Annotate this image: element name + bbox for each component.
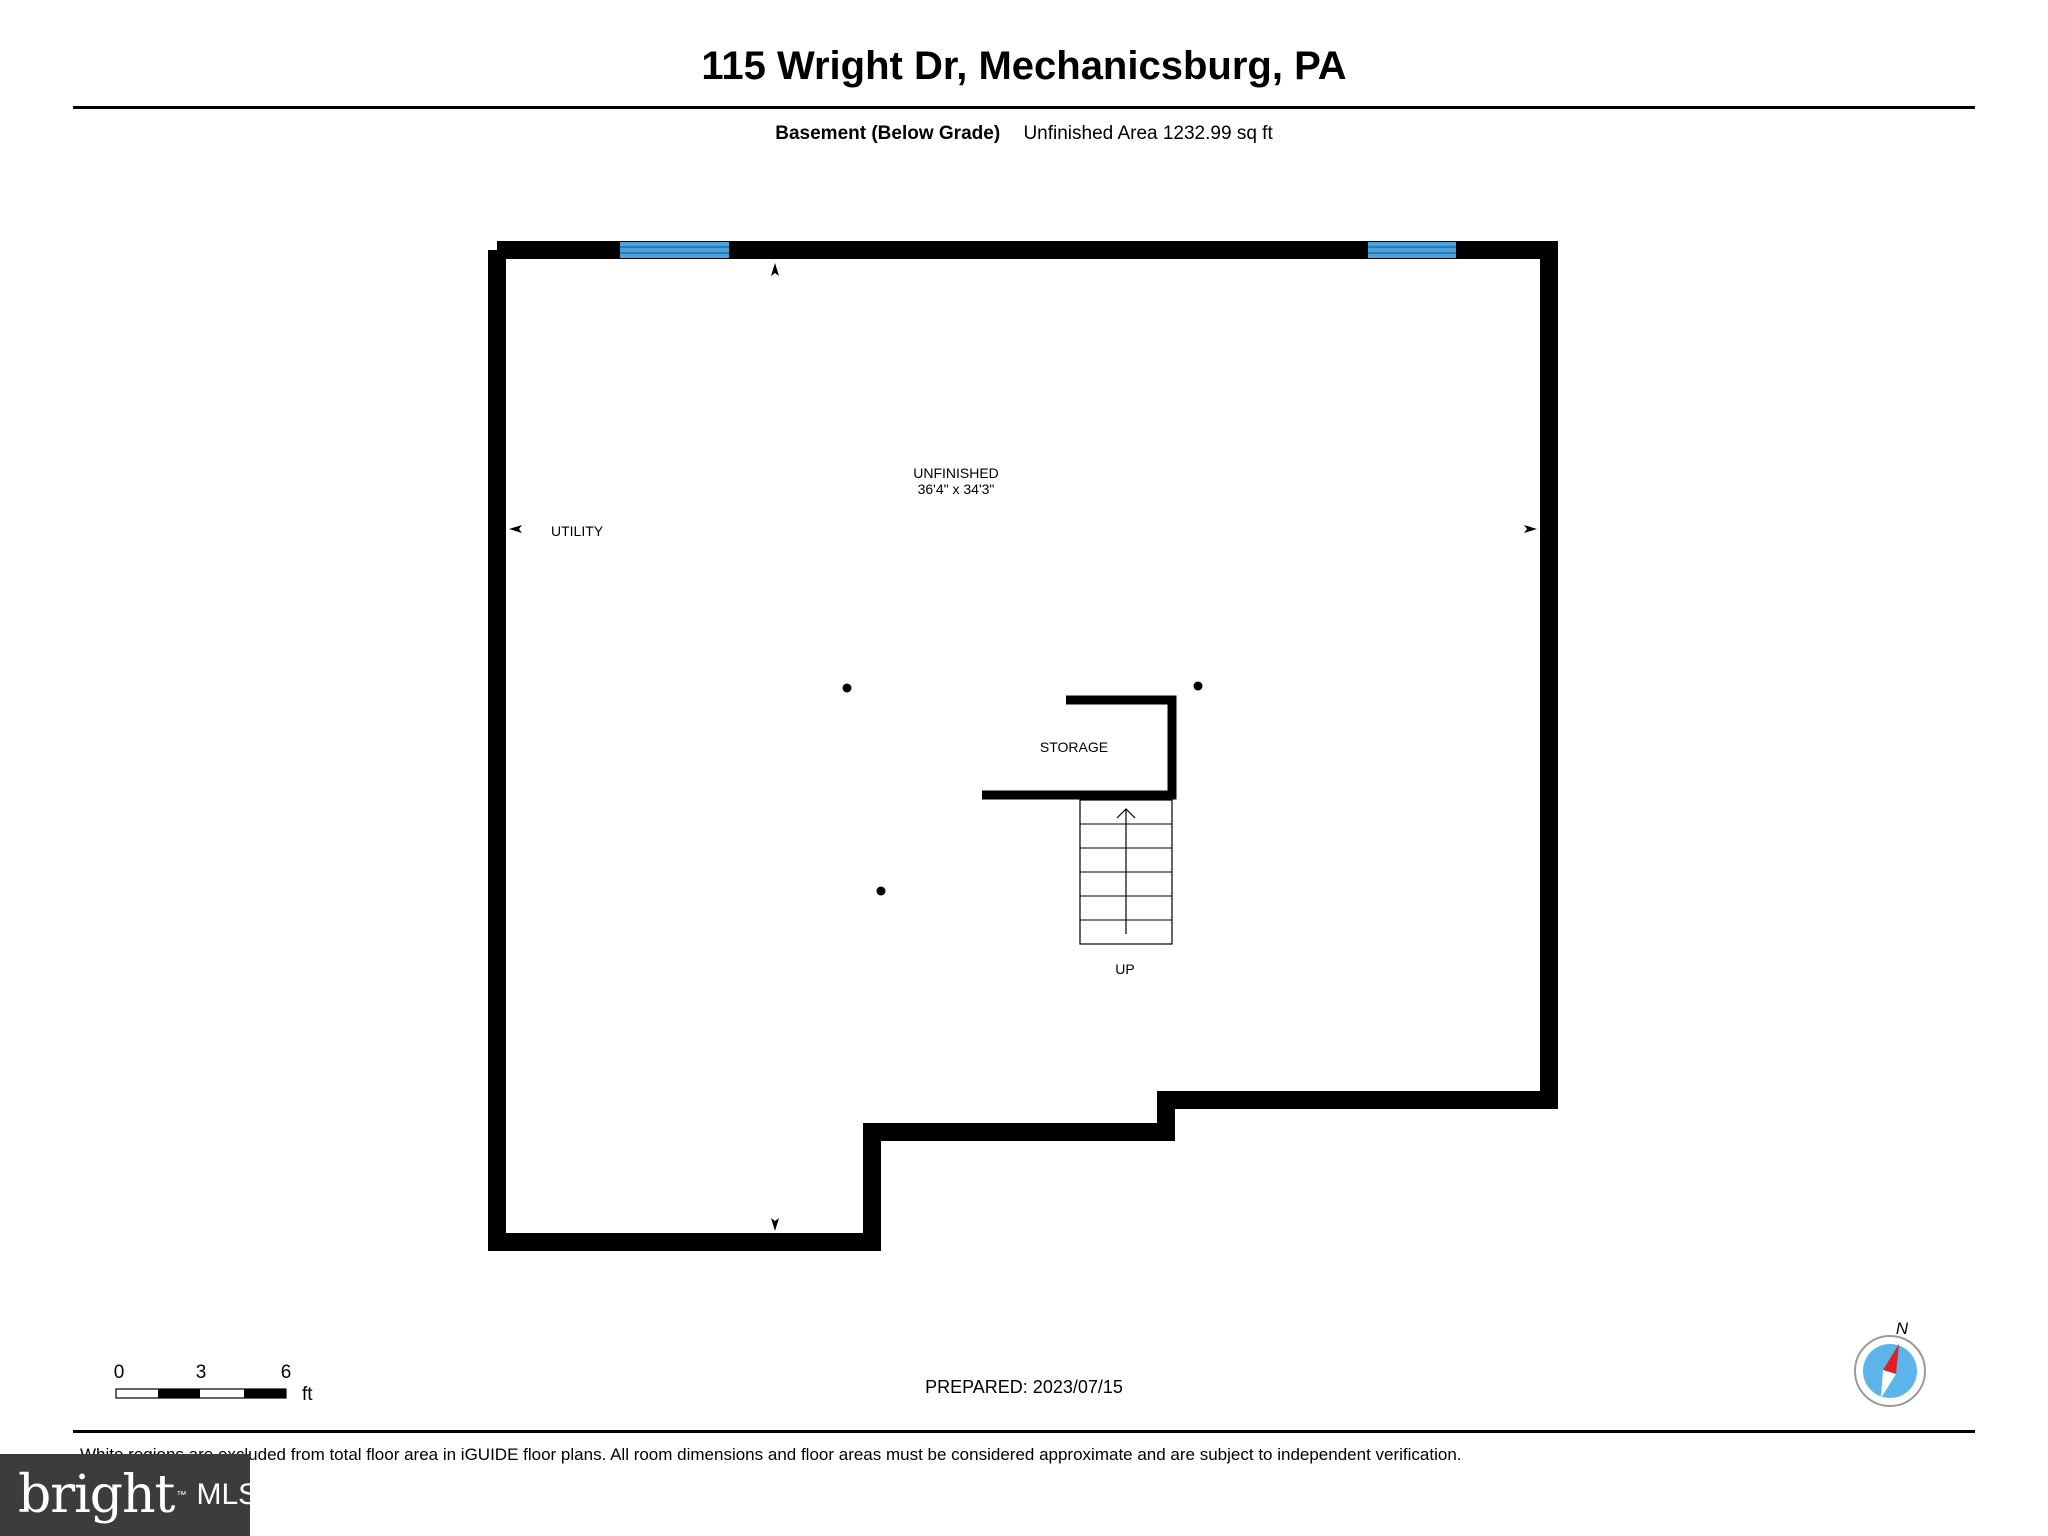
floor-summary: Basement (Below Grade) Unfinished Area 1… — [0, 123, 2048, 145]
room-name-unfinished: UNFINISHED — [913, 465, 999, 481]
scale-tick-6: 6 — [281, 1362, 292, 1383]
scale-tick-0: 0 — [114, 1362, 125, 1383]
column-post — [876, 886, 886, 896]
view-marker-south — [771, 1218, 779, 1231]
column-post — [842, 683, 852, 693]
logo-brand: bright — [18, 1465, 175, 1525]
view-marker-east — [1524, 525, 1537, 533]
compass-north-needle-icon — [1883, 1344, 1899, 1374]
header-divider — [73, 106, 1975, 109]
disclaimer-text: White regions are excluded from total fl… — [80, 1445, 1462, 1464]
scale-bar: 0 3 6 ft — [114, 1362, 314, 1405]
view-marker-west — [509, 525, 522, 533]
room-name-storage: STORAGE — [1040, 739, 1108, 755]
logo-suffix: MLS — [196, 1478, 259, 1511]
room-name-utility: UTILITY — [551, 523, 604, 539]
footer-divider — [73, 1430, 1975, 1433]
floor-area-label: Unfinished Area 1232.99 sq ft — [1023, 123, 1273, 144]
logo-trademark: ™ — [176, 1489, 187, 1501]
page-title: 115 Wright Dr, Mechanicsburg, PA — [701, 44, 1347, 88]
stairs-label: UP — [1115, 961, 1134, 977]
exterior-wall — [488, 241, 1558, 1251]
prepared-date: PREPARED: 2023/07/15 — [925, 1377, 1123, 1397]
column-post — [1193, 681, 1203, 691]
compass-north-label: N — [1896, 1319, 1909, 1338]
scale-tick-3: 3 — [196, 1362, 207, 1383]
compass-south-needle-icon — [1881, 1370, 1896, 1398]
floor-level-label: Basement (Below Grade) — [775, 123, 1001, 144]
window-west — [620, 242, 729, 258]
storage-wall — [982, 695, 1177, 800]
scale-unit: ft — [302, 1384, 313, 1405]
view-marker-north — [771, 263, 779, 276]
room-dimensions-unfinished: 36'4" x 34'3" — [918, 481, 995, 497]
staircase — [1079, 799, 1173, 945]
north-compass: N — [1854, 1319, 1926, 1407]
window-east — [1368, 242, 1456, 258]
